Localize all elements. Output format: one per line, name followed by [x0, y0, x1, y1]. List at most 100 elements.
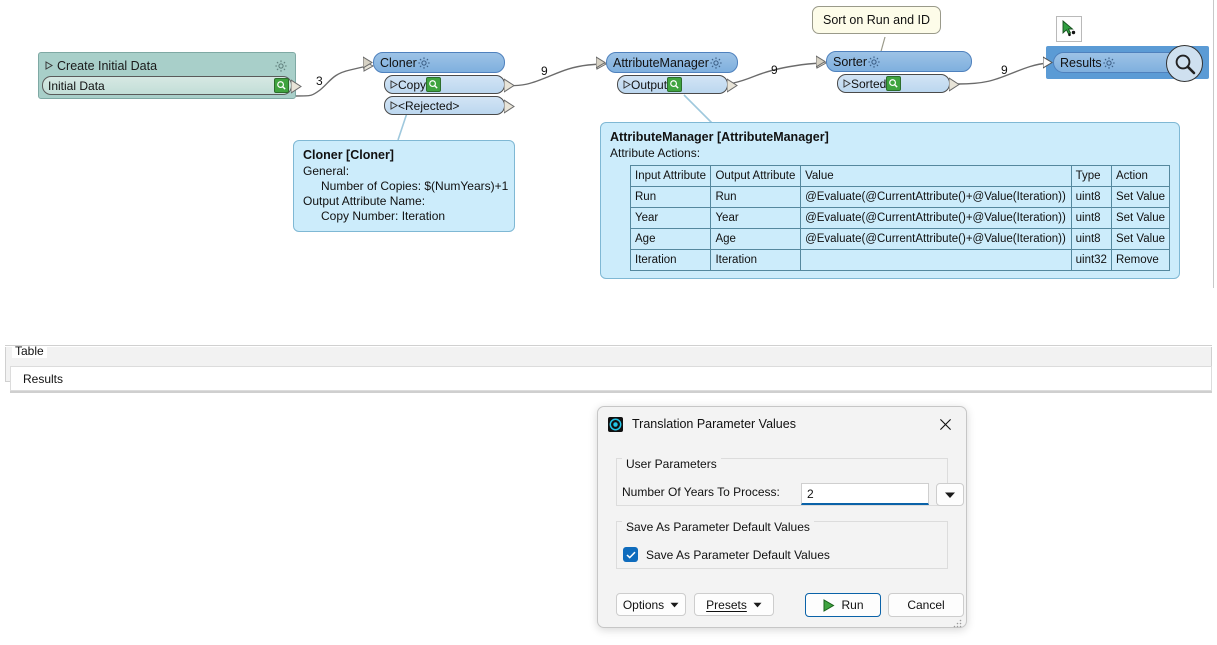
- expand-triangle-icon[interactable]: [843, 77, 851, 91]
- gear-icon[interactable]: [1102, 56, 1116, 70]
- output-stub-icon[interactable]: [948, 77, 961, 92]
- table-cell: uint32: [1070, 249, 1112, 271]
- connection-label-2: 9: [541, 64, 548, 78]
- port-cloner-copy[interactable]: Copy: [384, 75, 515, 94]
- translation-parameter-dialog[interactable]: Translation Parameter Values User Parame…: [597, 406, 967, 628]
- table-cell: @Evaluate(@CurrentAttribute()+@Value(Ite…: [800, 186, 1072, 208]
- input-arrow-icon: [815, 55, 827, 71]
- resize-grip-icon[interactable]: [953, 615, 962, 628]
- run-button[interactable]: Run: [805, 593, 881, 617]
- table-cell: @Evaluate(@CurrentAttribute()+@Value(Ite…: [800, 228, 1072, 250]
- output-stub-icon[interactable]: [503, 78, 516, 93]
- workflow-canvas[interactable]: Create Initial Data Initial Data: [0, 0, 1217, 288]
- table-cell: Age: [710, 228, 802, 250]
- node-results[interactable]: Results: [1042, 45, 1209, 82]
- save-defaults-checkbox-row[interactable]: Save As Parameter Default Values: [623, 547, 830, 562]
- gear-icon[interactable]: [417, 56, 431, 70]
- connection-label-1: 3: [316, 74, 323, 88]
- close-icon[interactable]: [932, 413, 958, 435]
- dialog-title-bar[interactable]: Translation Parameter Values: [598, 407, 966, 441]
- output-stub-icon[interactable]: [503, 99, 516, 114]
- chevron-down-icon: [670, 602, 679, 607]
- table-cell: uint8: [1070, 186, 1112, 208]
- group-top-border-left: [5, 345, 1212, 346]
- node-label: Results: [1060, 55, 1102, 70]
- expand-triangle-icon[interactable]: [45, 59, 53, 73]
- cancel-button[interactable]: Cancel: [888, 593, 964, 617]
- magnifier-icon[interactable]: [886, 76, 902, 91]
- port-initial-data[interactable]: Initial Data: [42, 76, 302, 95]
- chevron-down-icon: [753, 602, 762, 607]
- magnifier-icon[interactable]: [426, 77, 442, 92]
- expand-triangle-icon[interactable]: [623, 78, 631, 92]
- port-label: Copy: [398, 77, 427, 92]
- port-label: Sorted: [851, 76, 887, 91]
- tooltip-title: AttributeManager [AttributeManager]: [610, 130, 829, 144]
- tab-results[interactable]: Results: [10, 366, 1212, 391]
- node-title-sorter: Sorter: [815, 51, 972, 72]
- column-header: Action: [1110, 165, 1171, 187]
- options-label: Options: [622, 597, 665, 612]
- gear-icon[interactable]: [867, 55, 881, 69]
- expand-triangle-icon[interactable]: [390, 78, 398, 92]
- port-sorter-sorted[interactable]: Sorted: [837, 74, 960, 93]
- table-cell: uint8: [1070, 228, 1112, 250]
- table-cell: Set Value: [1110, 228, 1171, 250]
- tooltip-title: Cloner [Cloner]: [303, 148, 394, 162]
- gear-icon[interactable]: [274, 59, 288, 73]
- tooltip-subtitle: Attribute Actions:: [610, 146, 701, 160]
- input-arrow-icon: [362, 56, 374, 72]
- table-group-legend: Table: [12, 344, 47, 358]
- output-stub-icon[interactable]: [726, 78, 739, 93]
- table-cell: uint8: [1070, 207, 1112, 229]
- options-button[interactable]: Options: [616, 593, 686, 616]
- years-to-process-input[interactable]: 2: [801, 483, 929, 505]
- user-parameters-fieldset: [616, 458, 948, 506]
- table-cell: Iteration: [629, 249, 712, 271]
- node-sorter[interactable]: Sorter Sorted: [815, 51, 972, 93]
- port-cloner-rejected[interactable]: <Rejected>: [384, 96, 515, 115]
- connection-label-4: 9: [1001, 63, 1008, 77]
- node-cloner[interactable]: Cloner Copy: [362, 52, 515, 115]
- dialog-title: Translation Parameter Values: [632, 417, 796, 431]
- table-cell: Year: [710, 207, 802, 229]
- magnifier-icon[interactable]: [667, 77, 683, 92]
- checkbox-checked-icon[interactable]: [623, 547, 638, 562]
- table-cell: Age: [629, 228, 712, 250]
- node-title-results: Results: [1042, 45, 1203, 82]
- presets-label: Presets: [706, 597, 747, 612]
- node-label: Sorter: [833, 54, 868, 69]
- expand-triangle-icon[interactable]: [390, 99, 398, 113]
- port-attribute-manager-output[interactable]: Output: [617, 75, 738, 94]
- table-cell: Run: [710, 186, 802, 208]
- table-cell: Run: [629, 186, 712, 208]
- port-label: Output: [631, 77, 668, 92]
- tooltip-line: General:: [303, 164, 350, 178]
- column-header: Value: [800, 165, 1072, 187]
- column-header: Output Attribute: [710, 165, 802, 187]
- node-create-initial-data[interactable]: Create Initial Data Initial Data: [38, 52, 302, 99]
- presets-button[interactable]: Presets: [694, 593, 774, 616]
- input-value: 2: [807, 486, 814, 501]
- tooltip-line: Output Attribute Name:: [303, 194, 426, 208]
- gear-icon[interactable]: [709, 56, 723, 70]
- table-cell: Year: [629, 207, 712, 229]
- table-cell: Set Value: [1110, 207, 1171, 229]
- node-label: Create Initial Data: [57, 59, 158, 73]
- tab-label: Results: [23, 371, 64, 386]
- run-label: Run: [841, 598, 864, 612]
- output-stub-icon[interactable]: [290, 79, 303, 94]
- table-cell: [800, 249, 1072, 271]
- tooltip-attribute-manager: AttributeManager [AttributeManager] Attr…: [600, 122, 1180, 279]
- connection-label-3: 9: [771, 63, 778, 77]
- magnifier-icon[interactable]: [274, 78, 289, 93]
- magnifier-large-icon[interactable]: [1166, 45, 1203, 82]
- chevron-down-icon[interactable]: [936, 483, 964, 506]
- play-icon: [823, 598, 835, 612]
- node-attribute-manager[interactable]: AttributeManager Output: [595, 52, 738, 94]
